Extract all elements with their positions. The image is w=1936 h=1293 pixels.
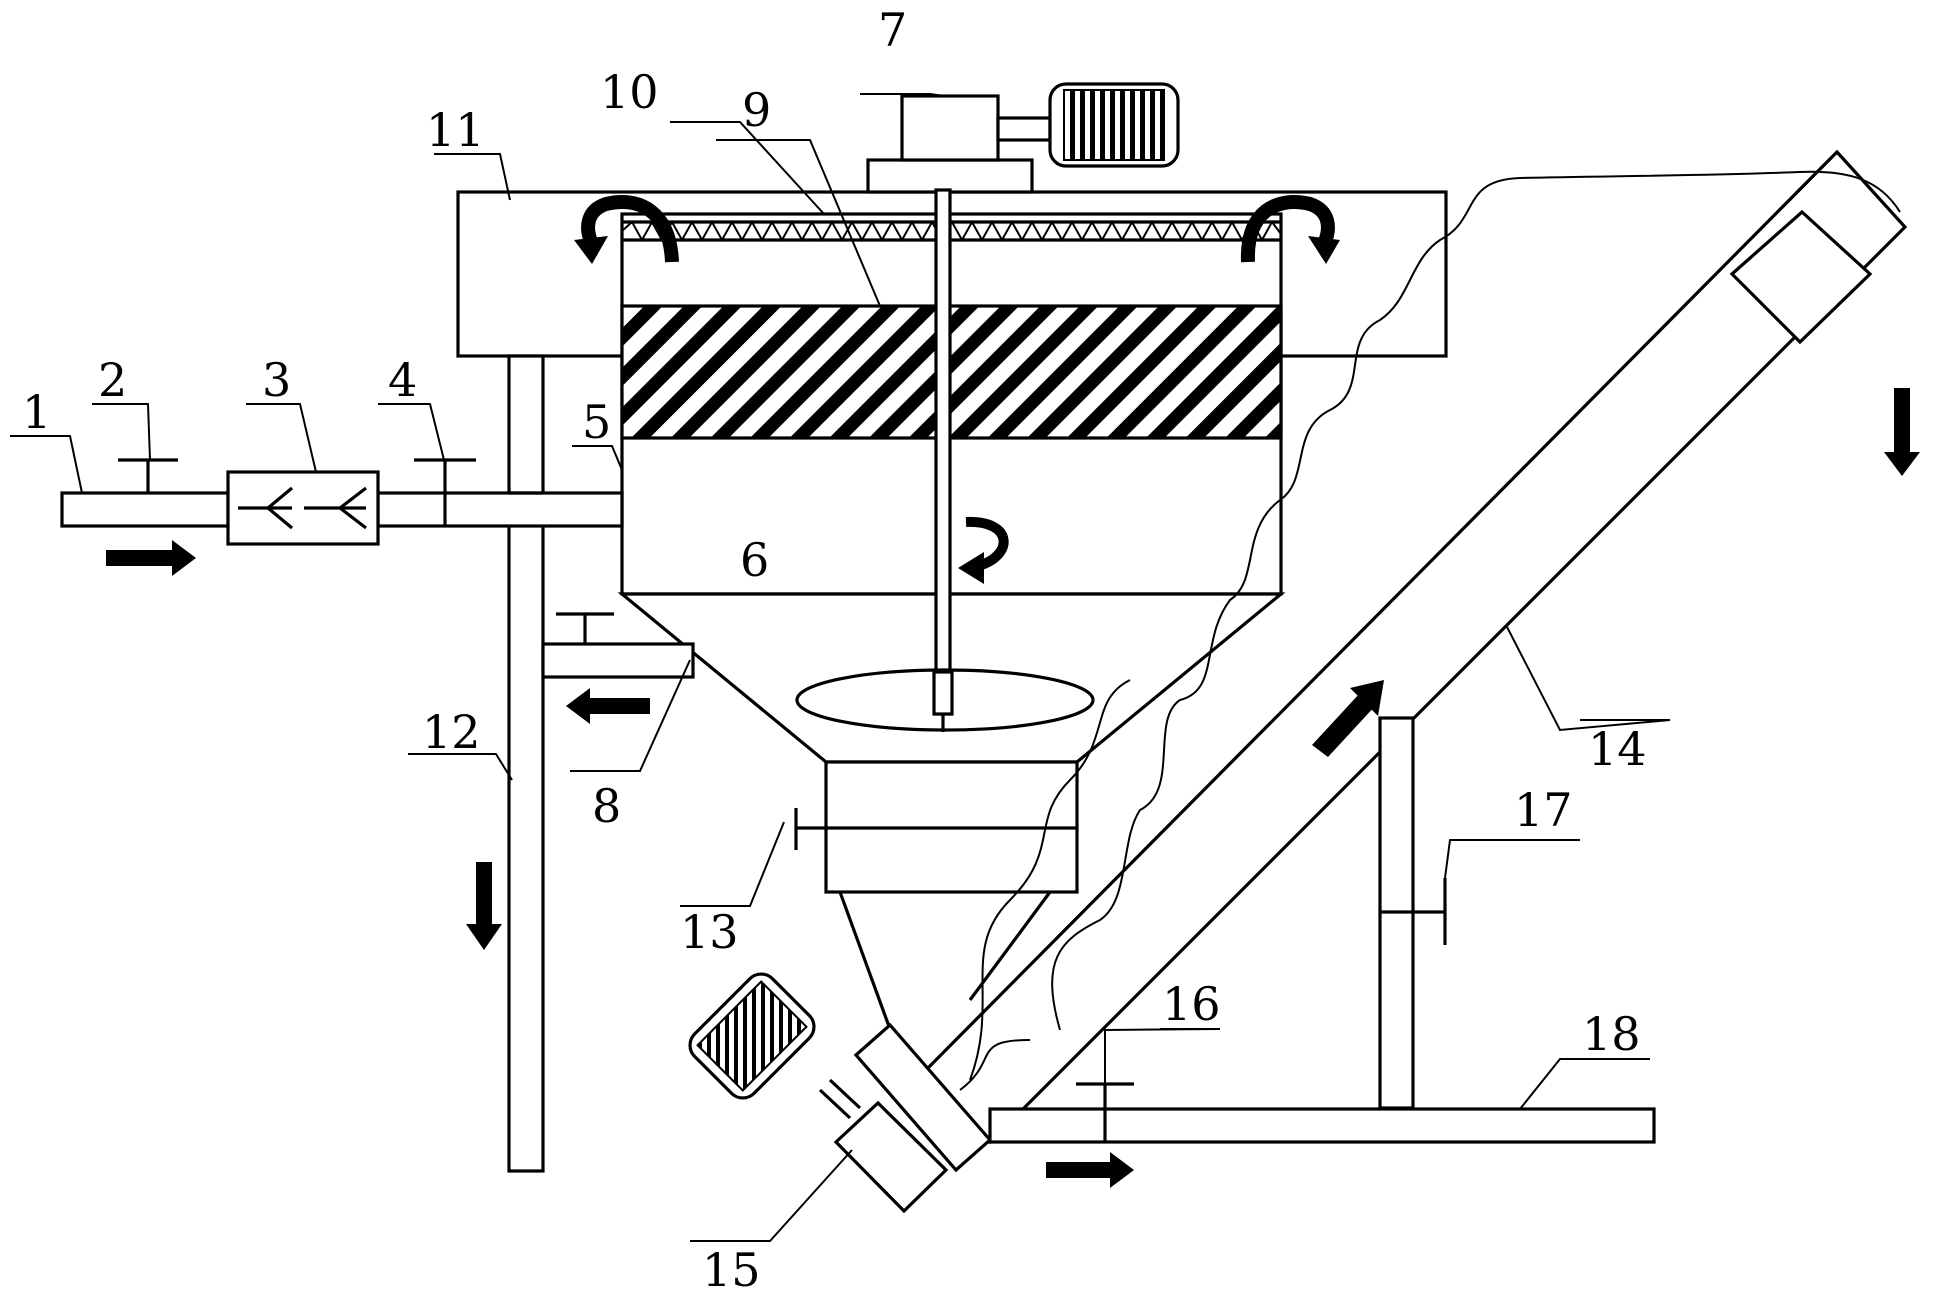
- label-18: 18: [1582, 1007, 1641, 1061]
- label-8: 8: [592, 779, 621, 833]
- label-10: 10: [600, 65, 659, 119]
- arrow-down-pipe: [466, 862, 502, 950]
- label-4: 4: [388, 353, 417, 407]
- arrow-chute-down: [1884, 388, 1920, 476]
- label-11: 11: [426, 103, 485, 157]
- label-2: 2: [98, 353, 127, 407]
- label-6: 6: [740, 533, 769, 587]
- label-1: 1: [22, 385, 51, 439]
- label-12: 12: [422, 705, 481, 759]
- label-7: 7: [878, 3, 907, 57]
- top-stirrer-motor: [866, 82, 1180, 194]
- overflow-arrow-right: [1240, 195, 1340, 264]
- side-discharge-pipe: [541, 612, 695, 679]
- arrow-discharge-left: [566, 688, 650, 724]
- label-17: 17: [1514, 783, 1573, 837]
- label-13: 13: [680, 905, 739, 959]
- inlet-pipe: [60, 491, 624, 528]
- part-labels: 1 2 3 4 5 6 7 8 9 10 11 12 13 14 15 16 1…: [22, 3, 1647, 1293]
- pipeline-mixer-3: [226, 470, 380, 546]
- vertical-return-pipe-17: [1378, 716, 1447, 1110]
- inlet-valve-2: [118, 458, 178, 493]
- label-5: 5: [582, 395, 611, 449]
- label-9: 9: [742, 83, 771, 137]
- stirring-shaft: [795, 188, 1095, 732]
- conveyor-drive-motor-15: [688, 972, 993, 1214]
- label-14: 14: [1588, 722, 1647, 776]
- label-15: 15: [702, 1243, 761, 1293]
- arrow-inlet-right: [106, 540, 196, 576]
- arrow-outlet-right: [1046, 1152, 1134, 1188]
- label-3: 3: [262, 353, 291, 407]
- overflow-arrow-left: [574, 195, 679, 264]
- arrow-conveyor-up: [1312, 680, 1384, 757]
- overflow-down-pipe: [507, 354, 545, 1173]
- bottom-valve-13: [794, 760, 1079, 1063]
- rotation-arrow: [958, 516, 1009, 584]
- leader-lines: [10, 93, 1671, 1242]
- flow-arrows: [106, 388, 1920, 1188]
- label-16: 16: [1162, 977, 1221, 1031]
- inlet-valve-4: [414, 458, 476, 526]
- bottom-outlet-pipe-18: [988, 1082, 1656, 1144]
